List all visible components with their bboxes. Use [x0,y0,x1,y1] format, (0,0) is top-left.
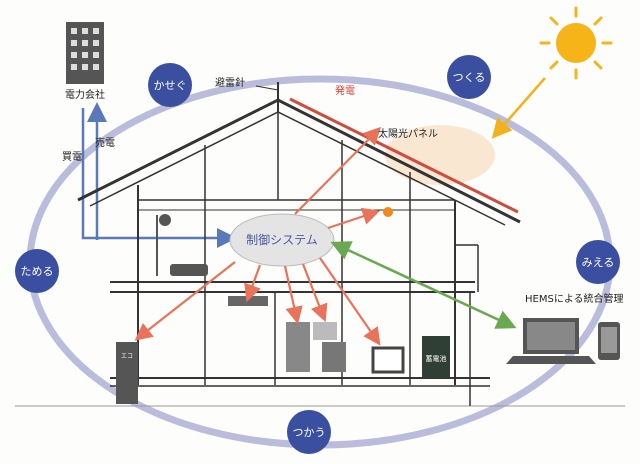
lightning-rod-pointer [255,85,279,91]
ecocute-label: エコ [121,353,133,360]
bubble-tameru: ためる [15,249,59,293]
solar-panel-label: 太陽光パネル [378,127,438,140]
monitor-panel-icon [313,322,337,340]
svg-text:つくる: つくる [453,71,486,84]
generation-label: 発電 [335,84,355,97]
refrigerator-icon [286,322,310,372]
power-company-label: 電力会社 [65,88,105,101]
svg-text:つかう: つかう [293,426,326,439]
bubble-tsukuru: つくる [447,55,491,99]
buy-power-arrow [81,108,237,248]
hems-label: HEMSによる統合管理 [525,292,624,305]
solar-glow [385,125,495,185]
bathtub-icon [156,214,208,276]
smartphone-icon [598,322,620,360]
tv-icon [371,346,405,374]
battery-label: 蓄電池 [426,354,447,363]
bubble-mieru: みえる [576,240,620,284]
bubble-tsukau: つかう [287,410,331,454]
ecocute-tank-icon: エコ [116,342,138,404]
buy-power-label: 買電 [62,151,82,163]
sun-icon [539,6,613,80]
bubble-kasegu: かせぐ [148,63,192,107]
sunlight-arrow [491,77,546,139]
hems-link-arrow [330,241,517,329]
svg-text:かせぐ: かせぐ [154,79,187,92]
lightning-rod-label: 避雷針 [215,76,245,89]
battery-icon: 蓄電池 [422,336,450,378]
washing-machine-icon [322,342,346,372]
laptop-icon [506,318,596,364]
control-system-label: 制御システム [246,232,318,247]
control-system-node [229,213,335,267]
building-icon [66,22,104,84]
svg-text:みえる: みえる [582,256,615,269]
svg-text:ためる: ためる [21,265,54,278]
light-icon [383,207,393,217]
sell-power-label: 売電 [95,136,115,149]
